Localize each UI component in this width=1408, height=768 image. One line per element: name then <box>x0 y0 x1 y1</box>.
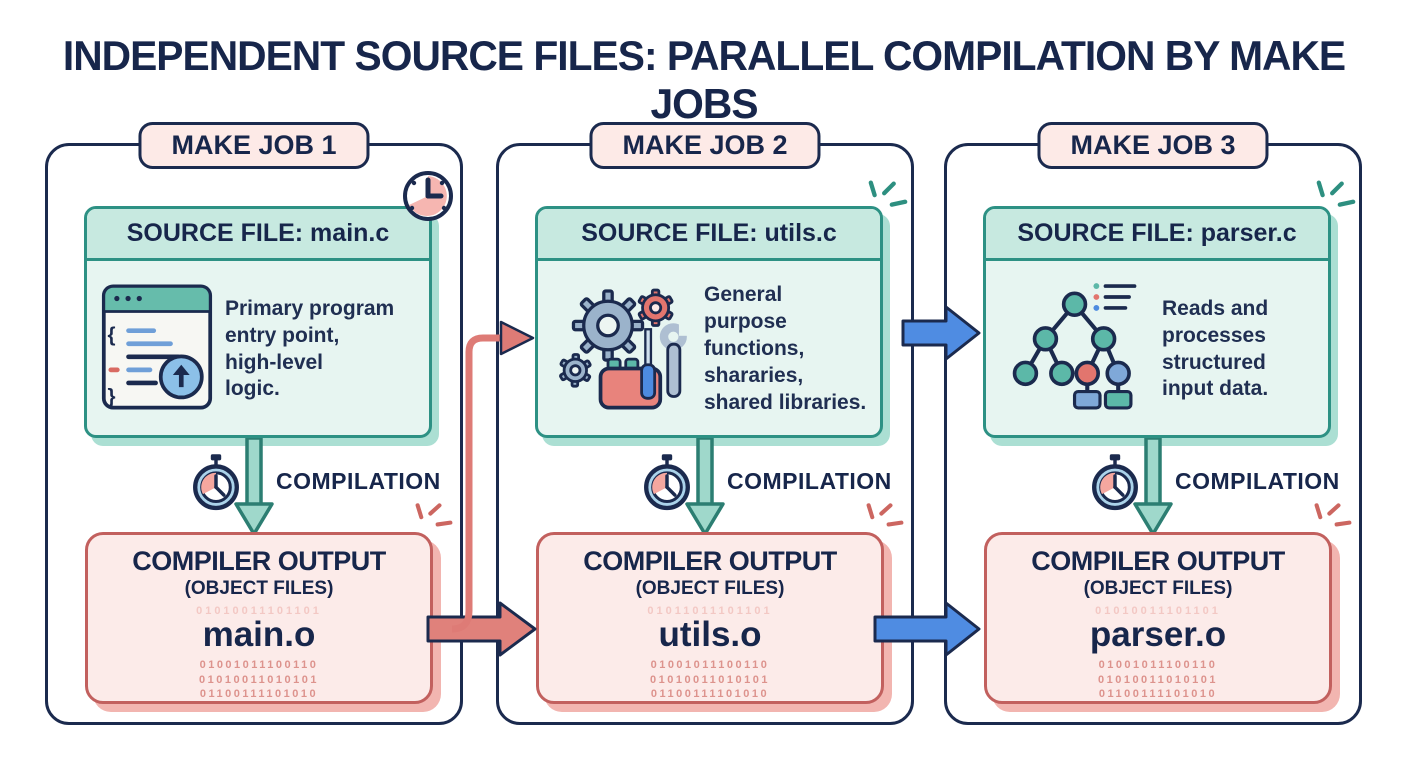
compilation-label: COMPILATION <box>276 468 441 494</box>
binary-decoration-block: 01001011100110 01010011010101 0110011110… <box>1097 658 1219 701</box>
stopwatch-icon <box>641 452 693 517</box>
compilation-arrow-down <box>683 436 727 543</box>
compiler-output-title: COMPILER OUTPUT <box>583 546 837 576</box>
source-file-header: SOURCE FILE: parser.c <box>986 209 1328 261</box>
object-files-subtitle: (OBJECT FILES) <box>184 578 334 599</box>
object-files-subtitle: (OBJECT FILES) <box>1083 578 1233 599</box>
compiler-output-card: COMPILER OUTPUT (OBJECT FILES) 010110111… <box>536 503 904 704</box>
page-title: INDEPENDENT SOURCE FILES: PARALLEL COMPI… <box>62 32 1346 127</box>
gears-tools-icon <box>552 273 692 426</box>
compilation-label: COMPILATION <box>1175 468 1340 494</box>
binary-decoration: 01010011101101 <box>196 605 322 617</box>
svg-text:{: { <box>108 323 116 346</box>
compilation-arrow-down <box>1131 436 1175 543</box>
source-file-header: SOURCE FILE: main.c <box>87 209 429 261</box>
make-job-3-badge: MAKE JOB 3 <box>1037 122 1269 169</box>
source-file-card: SOURCE FILE: parser.c <box>983 206 1331 438</box>
compilation-row: COMPILATION <box>499 436 911 538</box>
spark-lines-icon <box>1313 499 1353 544</box>
source-file-description: Primary program entry point, high-level … <box>225 296 395 401</box>
code-editor-icon: { } <box>101 280 213 419</box>
source-file-description: General purpose functions, shararies, sh… <box>704 283 867 414</box>
make-job-3-column: MAKE JOB 3 SOURCE FILE: parser.c <box>944 122 1362 725</box>
spark-lines-icon <box>867 176 909 223</box>
source-file-description: Reads and processes structured input dat… <box>1162 296 1269 401</box>
make-job-2-badge: MAKE JOB 2 <box>589 122 821 169</box>
object-file-name: main.o <box>202 615 316 654</box>
binary-decoration-block: 01001011100110 01010011010101 0110011110… <box>198 658 320 701</box>
compiler-output-card: COMPILER OUTPUT (OBJECT FILES) 010100111… <box>85 503 453 704</box>
compilation-arrow-down <box>232 436 276 543</box>
object-files-subtitle: (OBJECT FILES) <box>635 578 785 599</box>
compiler-output-title: COMPILER OUTPUT <box>132 546 386 576</box>
source-file-header: SOURCE FILE: utils.c <box>538 209 880 261</box>
spark-lines-icon <box>1315 176 1357 223</box>
object-file-name: parser.o <box>1089 615 1227 654</box>
compilation-row: COMPILATION <box>48 436 460 538</box>
binary-decoration-block: 01001011100110 01010011010101 0110011110… <box>649 658 771 701</box>
spark-lines-icon <box>865 499 905 544</box>
source-file-card: SOURCE FILE: main.c { <box>84 206 432 438</box>
svg-text:}: } <box>108 385 116 408</box>
clock-icon <box>400 168 456 229</box>
compilation-row: COMPILATION <box>947 436 1359 538</box>
source-file-card: SOURCE FILE: utils.c <box>535 206 883 438</box>
stopwatch-icon <box>1089 452 1141 517</box>
parse-tree-icon <box>1000 277 1150 422</box>
binary-decoration: 01011011101101 <box>647 605 773 617</box>
make-job-1-badge: MAKE JOB 1 <box>138 122 370 169</box>
binary-decoration: 01010011101101 <box>1095 605 1221 617</box>
spark-lines-icon <box>414 499 454 544</box>
make-job-1-column: MAKE JOB 1 SOURCE FILE: main.c <box>45 122 463 725</box>
compilation-label: COMPILATION <box>727 468 892 494</box>
object-file-name: utils.o <box>658 615 762 654</box>
stopwatch-icon <box>190 452 242 517</box>
compiler-output-card: COMPILER OUTPUT (OBJECT FILES) 010100111… <box>984 503 1352 704</box>
compiler-output-title: COMPILER OUTPUT <box>1031 546 1285 576</box>
make-job-2-column: MAKE JOB 2 SOURCE FILE: utils.c <box>496 122 914 725</box>
